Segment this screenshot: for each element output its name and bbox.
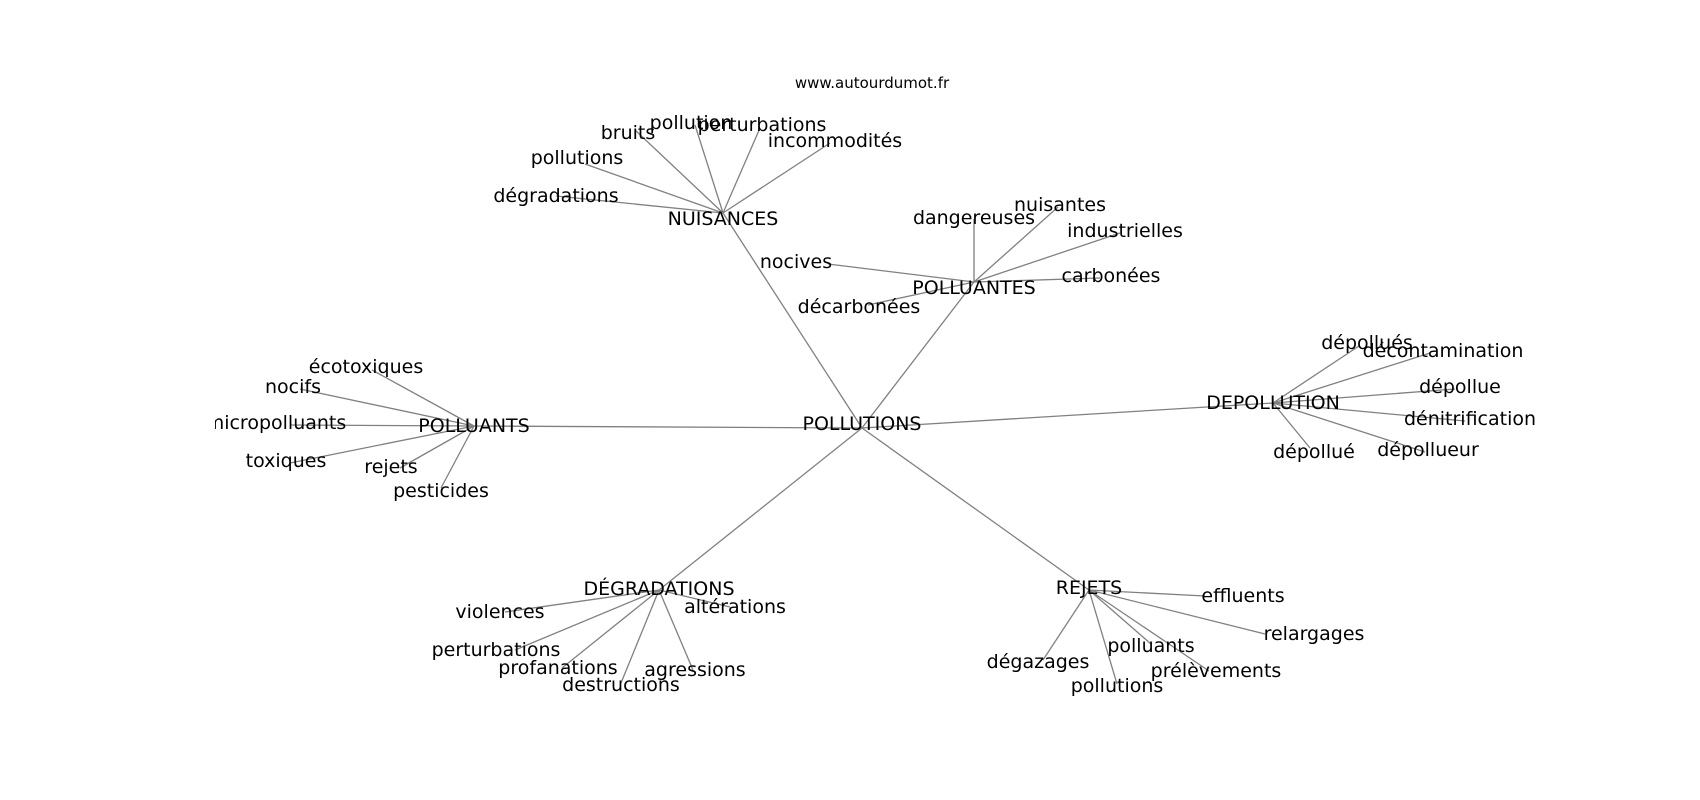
edge-depollution-leaf-1: [1272, 352, 1431, 404]
edges-layer: [289, 124, 1466, 685]
node-leaf-degradations-0: violences: [455, 601, 544, 623]
node-leaf-degradations-1: perturbations: [432, 639, 561, 661]
edge-degradations-leaf-2: [561, 589, 660, 669]
edge-root-nuisances: [722, 212, 863, 429]
edge-depollution-leaf-0: [1272, 345, 1360, 404]
node-leaf-depollution-4: dépollueur: [1377, 439, 1479, 461]
node-leaf-polluants-5: pesticides: [393, 480, 489, 502]
edge-depollution-leaf-3: [1272, 402, 1466, 422]
edge-rejets-leaf-3: [1088, 589, 1152, 645]
edge-polluantes-leaf-4: [973, 277, 1101, 283]
edge-nuisances-leaf-2: [634, 129, 724, 214]
node-leaf-rejets-4: pollutions: [1071, 675, 1164, 697]
edge-root-polluantes: [861, 281, 975, 429]
edge-degradations-leaf-0: [504, 589, 660, 613]
edge-polluantes-leaf-0: [827, 263, 975, 283]
edge-nuisances-leaf-5: [722, 142, 831, 214]
edge-polluants-leaf-5: [440, 425, 475, 489]
node-leaf-polluantes-0: nocives: [760, 251, 832, 273]
node-leaf-degradations-3: destructions: [562, 674, 680, 696]
node-leaf-depollution-1: décontamination: [1363, 340, 1524, 362]
node-leaf-polluants-2: micropolluants: [206, 412, 347, 434]
node-leaf-polluantes-1: dangereuses: [913, 207, 1035, 229]
edge-rejets-leaf-2: [1088, 589, 1210, 672]
edge-polluants-leaf-2: [289, 424, 475, 427]
edge-degradations-leaf-5: [658, 589, 731, 608]
node-leaf-rejets-5: dégazages: [987, 651, 1090, 673]
edge-rejets-leaf-1: [1088, 589, 1266, 635]
edge-root-polluants: [473, 425, 863, 429]
node-leaf-rejets-0: effluents: [1201, 585, 1284, 607]
edge-polluantes-leaf-5: [867, 281, 975, 306]
node-leaf-polluants-0: écotoxiques: [309, 356, 423, 378]
edge-degradations-leaf-1: [514, 589, 660, 651]
edge-degradations-leaf-3: [620, 589, 660, 684]
edge-polluants-leaf-4: [399, 425, 475, 469]
node-leaf-nuisances-4: perturbations: [698, 114, 827, 136]
node-leaf-rejets-3: polluants: [1107, 635, 1194, 657]
edge-nuisances-leaf-0: [555, 195, 724, 214]
edge-depollution-leaf-2: [1272, 388, 1456, 404]
node-leaf-rejets-1: relargages: [1264, 623, 1365, 645]
node-leaf-degradations-2: profanations: [498, 657, 617, 679]
edge-rejets-leaf-4: [1088, 589, 1118, 685]
node-leaf-nuisances-5: incommodités: [768, 130, 902, 152]
edge-depollution-leaf-4: [1272, 402, 1426, 453]
node-leaf-degradations-4: agressions: [644, 659, 745, 681]
source-label: www.autourdumot.fr: [795, 74, 950, 92]
edge-root-rejets: [861, 427, 1090, 591]
edge-polluants-leaf-1: [299, 388, 475, 427]
node-leaf-polluants-3: toxiques: [246, 450, 327, 472]
node-leaf-polluants-4: rejets: [364, 456, 417, 478]
edge-rejets-leaf-0: [1088, 589, 1206, 597]
edge-polluantes-leaf-3: [973, 232, 1121, 283]
node-hub-depollution: DEPOLLUTION: [1206, 392, 1340, 414]
edge-depollution-leaf-5: [1272, 402, 1311, 449]
labels-layer: POLLUTIONS NUISANCES dégradations pollution…: [206, 112, 1536, 697]
edge-nuisances-leaf-1: [584, 163, 724, 214]
node-hub-nuisances: NUISANCES: [668, 208, 779, 230]
edge-polluantes-leaf-2: [973, 206, 1059, 283]
edge-polluants-leaf-3: [289, 425, 475, 464]
edge-polluants-leaf-0: [371, 369, 475, 427]
node-root-pollutions: POLLUTIONS: [803, 413, 922, 435]
edge-rejets-leaf-5: [1042, 589, 1090, 661]
node-leaf-rejets-2: prélèvements: [1151, 660, 1282, 682]
node-leaf-polluantes-2: nuisantes: [1014, 194, 1106, 216]
node-leaf-depollution-5: dépollué: [1273, 441, 1355, 463]
node-leaf-polluantes-5: décarbonées: [798, 296, 921, 318]
edge-degradations-leaf-4: [658, 589, 694, 671]
edge-root-degradations: [658, 427, 863, 591]
edge-root-depollution: [861, 402, 1274, 429]
node-hub-degradations: DÉGRADATIONS: [583, 577, 734, 600]
node-hub-polluants: POLLUANTS: [418, 415, 529, 437]
node-leaf-nuisances-2: bruits: [601, 122, 656, 144]
edge-nuisances-leaf-3: [694, 124, 724, 214]
node-leaf-degradations-5: altérations: [684, 596, 786, 618]
node-leaf-polluantes-3: industrielles: [1067, 220, 1183, 242]
node-hub-rejets: REJETS: [1056, 577, 1122, 599]
node-leaf-polluantes-4: carbonées: [1062, 265, 1161, 287]
node-hub-polluantes: POLLUANTES: [912, 277, 1035, 299]
node-leaf-depollution-3: dénitrification: [1404, 408, 1536, 430]
node-leaf-depollution-2: dépollue: [1419, 376, 1501, 398]
node-leaf-polluants-1: nocifs: [265, 376, 321, 398]
node-leaf-depollution-0: dépollués: [1321, 332, 1413, 354]
node-leaf-nuisances-0: dégradations: [493, 185, 618, 207]
node-leaf-nuisances-3: pollution: [650, 112, 733, 134]
edge-nuisances-leaf-4: [722, 127, 761, 214]
node-leaf-nuisances-1: pollutions: [531, 147, 624, 169]
